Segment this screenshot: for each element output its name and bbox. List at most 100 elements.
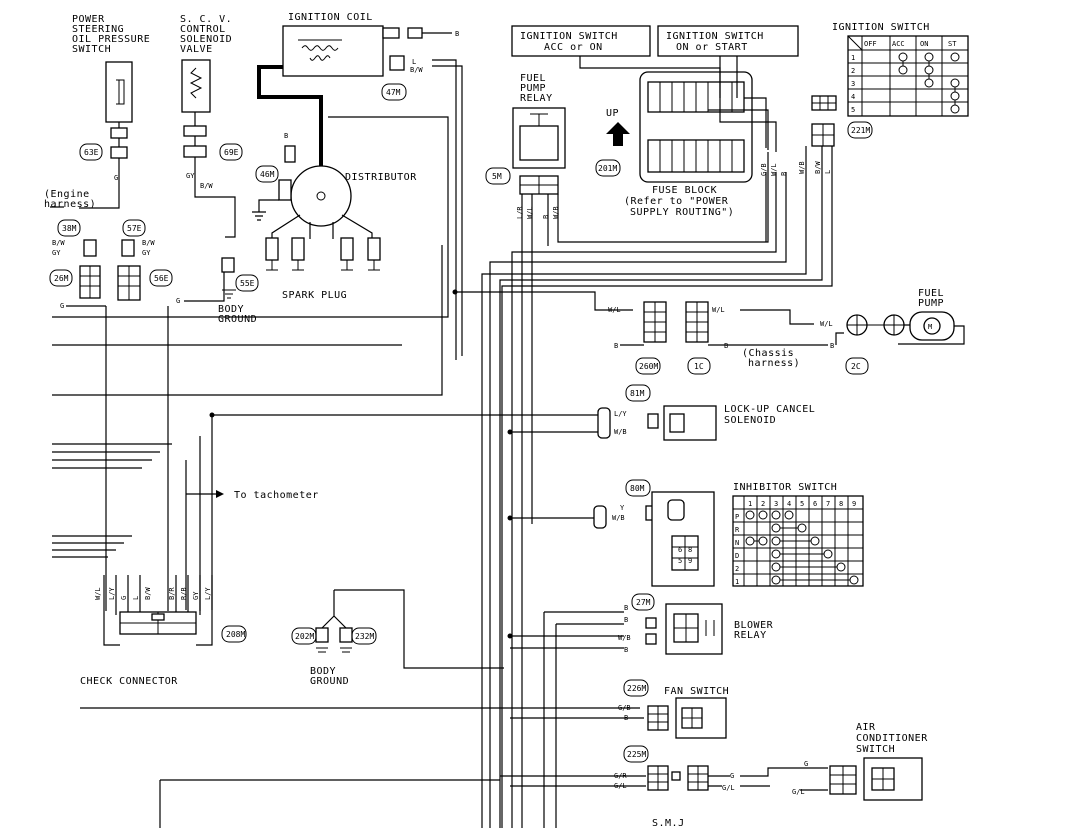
fuel-pump-relay: FUEL PUMP RELAY 5M L/R W/L B W/B <box>485 73 769 828</box>
wire-b-fp2: B <box>724 342 728 350</box>
wire-wl-fpr: W/L <box>526 206 534 219</box>
fuel-pump-2: PUMP <box>918 298 944 309</box>
wire-bw-cc: B/W <box>144 587 152 600</box>
wire-wb-ign: W/B <box>798 161 806 174</box>
conn-201m: 201M <box>598 164 617 173</box>
scv-label-3: SOLENOID <box>180 34 232 45</box>
ps-label-3: OIL PRESSURE <box>72 34 150 45</box>
lockup-1: LOCK-UP CANCEL <box>724 404 815 415</box>
conn-226m: 226M <box>627 684 646 693</box>
wire-ly2-cc: L/Y <box>204 587 212 600</box>
wire-b-fb: B <box>780 172 788 176</box>
fuse-block-3: SUPPLY ROUTING") <box>630 207 734 218</box>
conn-5m: 5M <box>492 172 502 181</box>
inhibitor-switch: 80M Y W/B 6 8 9 5 INHIBITOR SWITCH 1 2 3… <box>507 479 864 587</box>
wire-wl-fp2: W/L <box>712 306 725 314</box>
body-ground-1a: BODY <box>218 304 244 315</box>
inhibitor-label: INHIBITOR SWITCH <box>733 482 837 493</box>
fuel-pump-1: FUEL <box>918 288 944 299</box>
power-steering-switch: POWER STEERING OIL PRESSURE SWITCH 63E G <box>72 14 150 182</box>
wire-g-ac2: G <box>804 760 808 768</box>
blower-relay-2: RELAY <box>734 630 767 641</box>
check-connector: W/L L/Y G L B/W B/R R/B GY L/Y 208M CHEC… <box>80 575 247 687</box>
wire-gb-fb: G/B <box>760 163 768 176</box>
ignition-coil: IGNITION COIL B L B/W 47M <box>257 12 463 360</box>
wire-gy-cc: GY <box>192 591 200 600</box>
fpr-label-2: PUMP <box>520 83 546 94</box>
conn-202m: 202M <box>295 632 314 641</box>
ign-on-2: ON or START <box>676 42 748 53</box>
inh-rr: R <box>735 526 740 534</box>
wire-b-coil: B <box>455 30 459 38</box>
wire-b-fp3: B <box>830 342 834 350</box>
fuse-block-1: FUSE BLOCK <box>652 185 717 196</box>
conn-69e: 69E <box>224 148 239 157</box>
wire-ly-cc: L/Y <box>108 587 116 600</box>
wire-l-coil: L <box>412 58 416 66</box>
ac-label-1: AIR <box>856 722 876 733</box>
conn-208m: 208M <box>226 630 245 639</box>
inh-r2: 2 <box>735 565 739 573</box>
fan-switch: 226M FAN SWITCH G/B B <box>500 679 729 739</box>
conn-232m: 232M <box>355 632 374 641</box>
scv-valve: S. C. V. CONTROL SOLENOID VALVE 69E GY B… <box>180 14 243 190</box>
wire-g-26m: G <box>60 302 64 310</box>
ign-table-title: IGNITION SWITCH <box>832 22 930 33</box>
wire-wb-lc: W/B <box>614 428 627 436</box>
ign-acc-1: IGNITION SWITCH <box>520 31 618 42</box>
fpr-label-3: RELAY <box>520 93 553 104</box>
wire-wb-fpr: W/B <box>552 206 560 219</box>
ps-label-2: STEERING <box>72 24 124 35</box>
inh-h7: 7 <box>826 500 830 508</box>
ign-coil-label: IGNITION COIL <box>288 12 373 23</box>
engine-harness-connectors: (Engine harness) 38M B/W GY 57E B/W GY 2… <box>44 178 259 325</box>
wire-bw-scv: B/W <box>200 182 213 190</box>
conn-27m: 27M <box>636 598 651 607</box>
inh-h2: 2 <box>761 500 765 508</box>
ign-r4: 4 <box>851 93 855 101</box>
distributor-label: DISTRIBUTOR <box>345 172 417 183</box>
inh-h9: 9 <box>852 500 856 508</box>
ign-acc-2: ACC or ON <box>544 42 603 53</box>
inh-t5: 5 <box>678 557 682 565</box>
fuel-pump-circuit: W/L W/L B B 260M 1C (Chassis harness) W/… <box>452 288 965 375</box>
conn-26m: 26M <box>54 274 69 283</box>
ign-h-off: OFF <box>864 40 877 48</box>
inh-h1: 1 <box>748 500 752 508</box>
wire-l-cc: L <box>132 596 140 600</box>
ps-label-1: POWER <box>72 14 105 25</box>
chassis-1: (Chassis <box>742 348 794 359</box>
blower-relay: 27M B B W/B B BLOWER RELAY <box>507 593 774 828</box>
wire-br-cc: B/R <box>168 587 176 600</box>
ac-label-2: CONDITIONER <box>856 733 928 744</box>
wire-wl-fp3: W/L <box>820 320 833 328</box>
inh-rp: P <box>735 513 739 521</box>
conn-1c: 1C <box>694 362 704 371</box>
wire-gl-ac2: G/L <box>722 784 735 792</box>
wire-bw-57e: B/W <box>142 239 155 247</box>
inh-h4: 4 <box>787 500 791 508</box>
engine-harness-2: harness) <box>44 199 96 210</box>
wire-gy-38m: GY <box>52 249 61 257</box>
conn-56e: 56E <box>154 274 169 283</box>
conn-260m: 260M <box>639 362 658 371</box>
smj-label: S.M.J <box>652 818 685 828</box>
scv-label-2: CONTROL <box>180 24 226 35</box>
fan-switch-label: FAN SWITCH <box>664 686 729 697</box>
wire-b-br1: B <box>624 604 628 612</box>
wire-rb-cc: R/B <box>180 587 188 600</box>
inh-t9: 9 <box>688 557 692 565</box>
blower-relay-1: BLOWER <box>734 620 774 631</box>
inh-h8: 8 <box>839 500 843 508</box>
spark-plug-label: SPARK PLUG <box>282 290 347 301</box>
wire-b-br3: B <box>624 646 628 654</box>
lockup-solenoid: 81M L/Y W/B LOCK-UP CANCEL SOLENOID <box>209 384 815 441</box>
body-ground-1b: GROUND <box>218 314 257 325</box>
fuse-block: IGNITION SWITCH ACC or ON IGNITION SWITC… <box>489 25 799 828</box>
fpr-label-1: FUEL <box>520 73 546 84</box>
conn-38m: 38M <box>62 224 77 233</box>
inh-h6: 6 <box>813 500 817 508</box>
conn-81m: 81M <box>630 389 645 398</box>
ac-switch: 225M G/R G/L G G/L G G/L AIR CONDITIONER… <box>500 722 928 801</box>
inh-r1: 1 <box>735 578 739 586</box>
